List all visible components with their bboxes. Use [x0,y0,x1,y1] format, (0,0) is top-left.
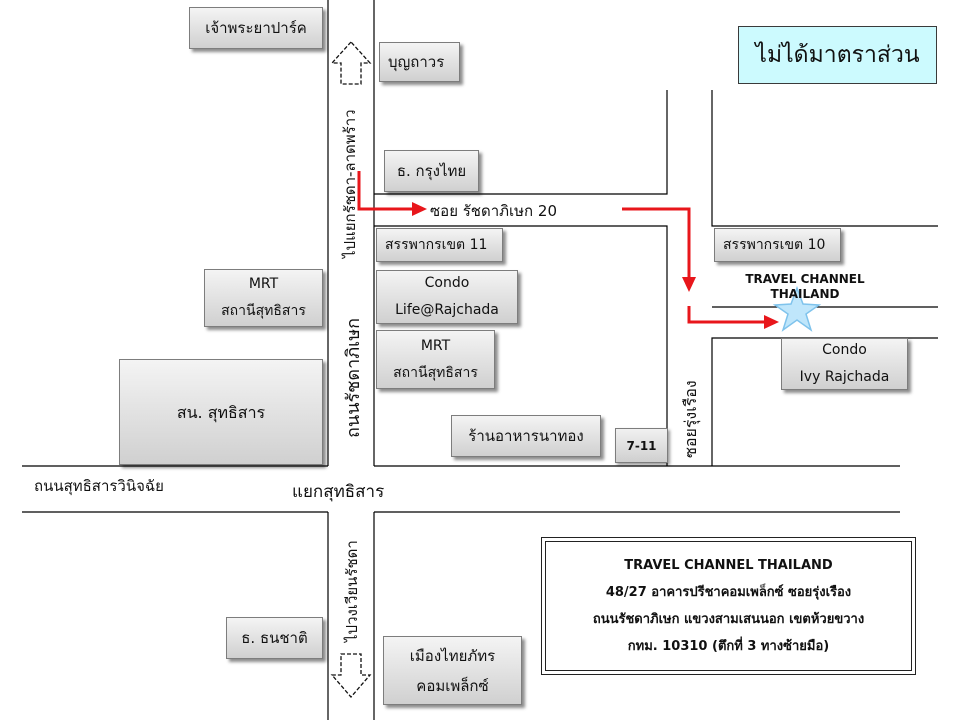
route-arrowhead [412,202,427,216]
destination-label-line-1: TRAVEL CHANNEL [745,272,865,286]
destination-label-line-2: THAILAND [770,287,840,301]
not-to-scale-note: ไม่ได้มาตราส่วน [738,26,937,84]
sutthisan-police-station-box: สน. สุทธิสาร [119,359,323,465]
bunthawon-box: บุญถาวร [379,42,460,82]
place-label: สน. สุทธิสาร [176,402,266,422]
down-outline-arrow-icon [330,653,372,698]
route-segment [357,171,415,211]
condo-ivy-rajchada-box: Condo Ivy Rajchada [781,338,908,390]
place-label-line-1: MRT [420,337,451,354]
place-label-line-1: เมืองไทยภัทร [409,646,496,665]
thanachart-bank-box: ธ. ธนชาติ [226,617,323,659]
place-label-line-2: Ivy Rajchada [799,369,890,385]
to-ratchada-lat-phrao-label: ไปแยกรัชดา-ลาดพร้าว [341,109,359,258]
sutthisan-road-label: ถนนสุทธิสารวินิจฉัย [34,477,164,495]
soi-rung-rueang-label: ซอยรุ่งเรือง [681,380,700,458]
address-line-4: กทม. 10310 (ตึกที่ 3 ทางซ้ายมือ) [627,639,830,654]
na-thong-restaurant-box: ร้านอาหารนาทอง [451,415,601,457]
place-label-line-1: MRT [248,276,279,292]
place-label-line-2: Life@Rajchada [395,302,499,318]
place-label: 7-11 [626,438,657,453]
address-line-2: 48/27 อาคารปรีชาคอมเพล็กซ์ ซอยรุ่งเรือง [605,585,852,600]
place-label: ร้านอาหารนาทอง [468,426,584,445]
seven-eleven-box: 7-11 [615,428,668,463]
route-arrowhead [764,315,779,329]
sutthisan-intersection-label: แยกสุทธิสาร [292,482,385,502]
revenue-office-11-box: สรรพากรเขต 11 [376,228,503,262]
chao-phraya-park-box: เจ้าพระยาปาร์ค [189,7,323,49]
soi-ratchada-20-label: ซอย รัชดาภิเษก 20 [430,202,557,220]
place-label: เจ้าพระยาปาร์ค [205,18,307,37]
place-label: สรรพากรเขต 11 [385,236,488,253]
route-segment [622,207,691,280]
place-label-line-2: สถานีสุทธิสาร [221,303,306,319]
condo-life-rajchada-box: Condo Life@Rajchada [376,270,518,324]
up-outline-arrow-icon [330,41,372,85]
mrt-sutthisan-station-east-box: MRT สถานีสุทธิสาร [376,330,495,389]
place-label-line-2: คอมเพล็กซ์ [416,676,489,695]
place-label-line-1: Condo [822,342,867,358]
place-label: ธ. ธนชาติ [241,628,308,647]
ratchadaphisek-road-label: ถนนรัชดาภิเษก [343,318,364,438]
route-path [357,171,779,329]
place-label: บุญถาวร [388,52,445,71]
place-label: ธ. กรุงไทย [396,161,467,180]
to-ratchada-roundabout-label: ไปวงเวียนรัชดา [343,540,361,642]
krungthai-bank-box: ธ. กรุงไทย [384,150,479,192]
address-line-3: ถนนรัชดาภิเษก แขวงสามเสนนอก เขตห้วยขวาง [592,612,865,627]
route-segment [687,306,766,324]
address-box: TRAVEL CHANNEL THAILAND 48/27 อาคารปรีชา… [541,537,916,675]
muang-thai-phatra-complex-box: เมืองไทยภัทร คอมเพล็กซ์ [383,636,522,705]
road-lines [22,0,938,720]
place-label-line-2: สถานีสุทธิสาร [393,364,478,381]
place-label: สรรพากรเขต 10 [723,236,826,253]
destination-label: TRAVEL CHANNEL THAILAND [730,272,880,302]
place-label-line-1: Condo [424,275,470,291]
revenue-office-10-box: สรรพากรเขต 10 [714,228,841,262]
mrt-sutthisan-station-west-box: MRT สถานีสุทธิสาร [204,269,323,327]
address-line-1: TRAVEL CHANNEL THAILAND [624,558,833,573]
star-marker-icon [772,285,822,332]
route-arrowhead [682,277,696,292]
